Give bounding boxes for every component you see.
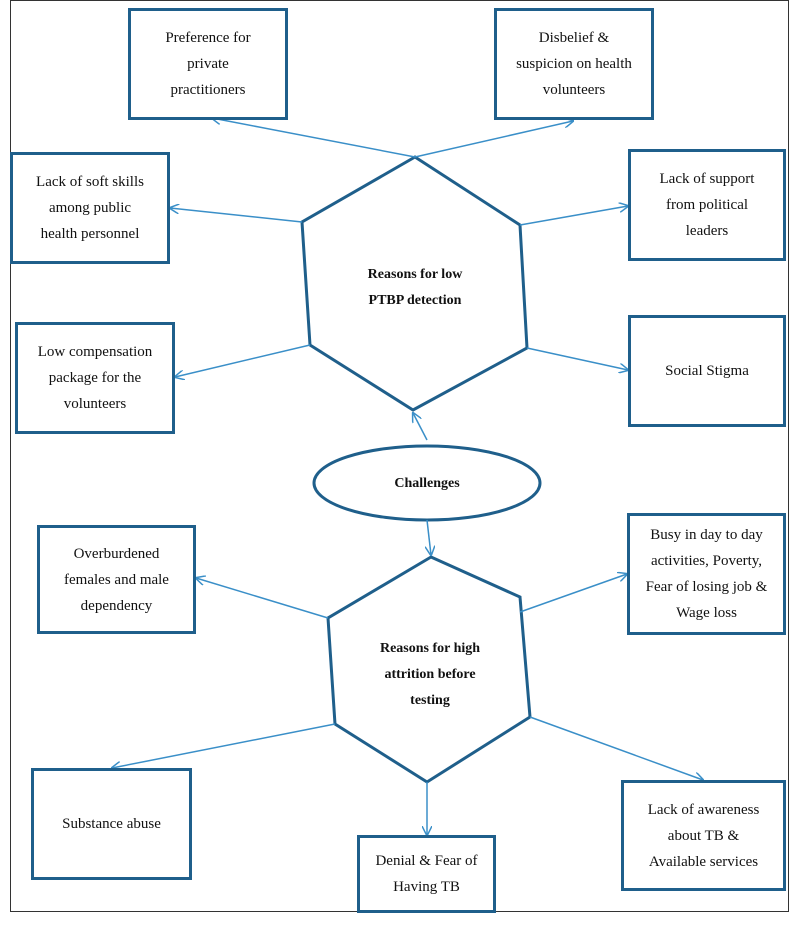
- box-private-practitioners: Preference for private practitioners: [128, 8, 288, 120]
- box-lack-of-awareness: Lack of awareness about TB & Available s…: [621, 780, 786, 891]
- arrow-to-soft-skills: [170, 208, 303, 223]
- box-busy-activities: Busy in day to day activities, Poverty, …: [627, 513, 786, 635]
- box-political-support: Lack of support from political leaders: [628, 149, 786, 261]
- arrow-to-private: [212, 118, 416, 158]
- arrow-to-awareness: [529, 716, 703, 780]
- arrow-to-disbelief: [414, 121, 573, 158]
- top-hexagon-label: Reasons for low PTBP detection: [367, 267, 463, 308]
- arrow-to-political: [519, 206, 628, 226]
- arrow-to-busy: [519, 574, 627, 613]
- challenges-label: Challenges: [394, 476, 460, 491]
- box-low-compensation: Low compensation package for the volunte…: [15, 322, 175, 434]
- box-disbelief-volunteers: Disbelief & suspicion on health voluntee…: [494, 8, 654, 120]
- bottom-hexagon-label: Reasons for high attrition before testin…: [379, 641, 481, 708]
- box-social-stigma: Social Stigma: [628, 315, 786, 427]
- box-substance-abuse: Substance abuse: [31, 768, 192, 880]
- arrow-ellipse-to-bottom-hex: [427, 519, 431, 555]
- box-overburdened-females: Overburdened females and male dependency: [37, 525, 196, 634]
- arrow-ellipse-to-top-hex: [413, 413, 428, 441]
- box-soft-skills: Lack of soft skills among public health …: [10, 152, 170, 264]
- arrow-to-substance: [112, 723, 336, 768]
- arrow-to-overburdened: [196, 578, 329, 619]
- arrow-to-stigma: [526, 347, 628, 370]
- box-denial-fear: Denial & Fear of Having TB: [357, 835, 496, 913]
- arrow-to-compensation: [175, 344, 311, 377]
